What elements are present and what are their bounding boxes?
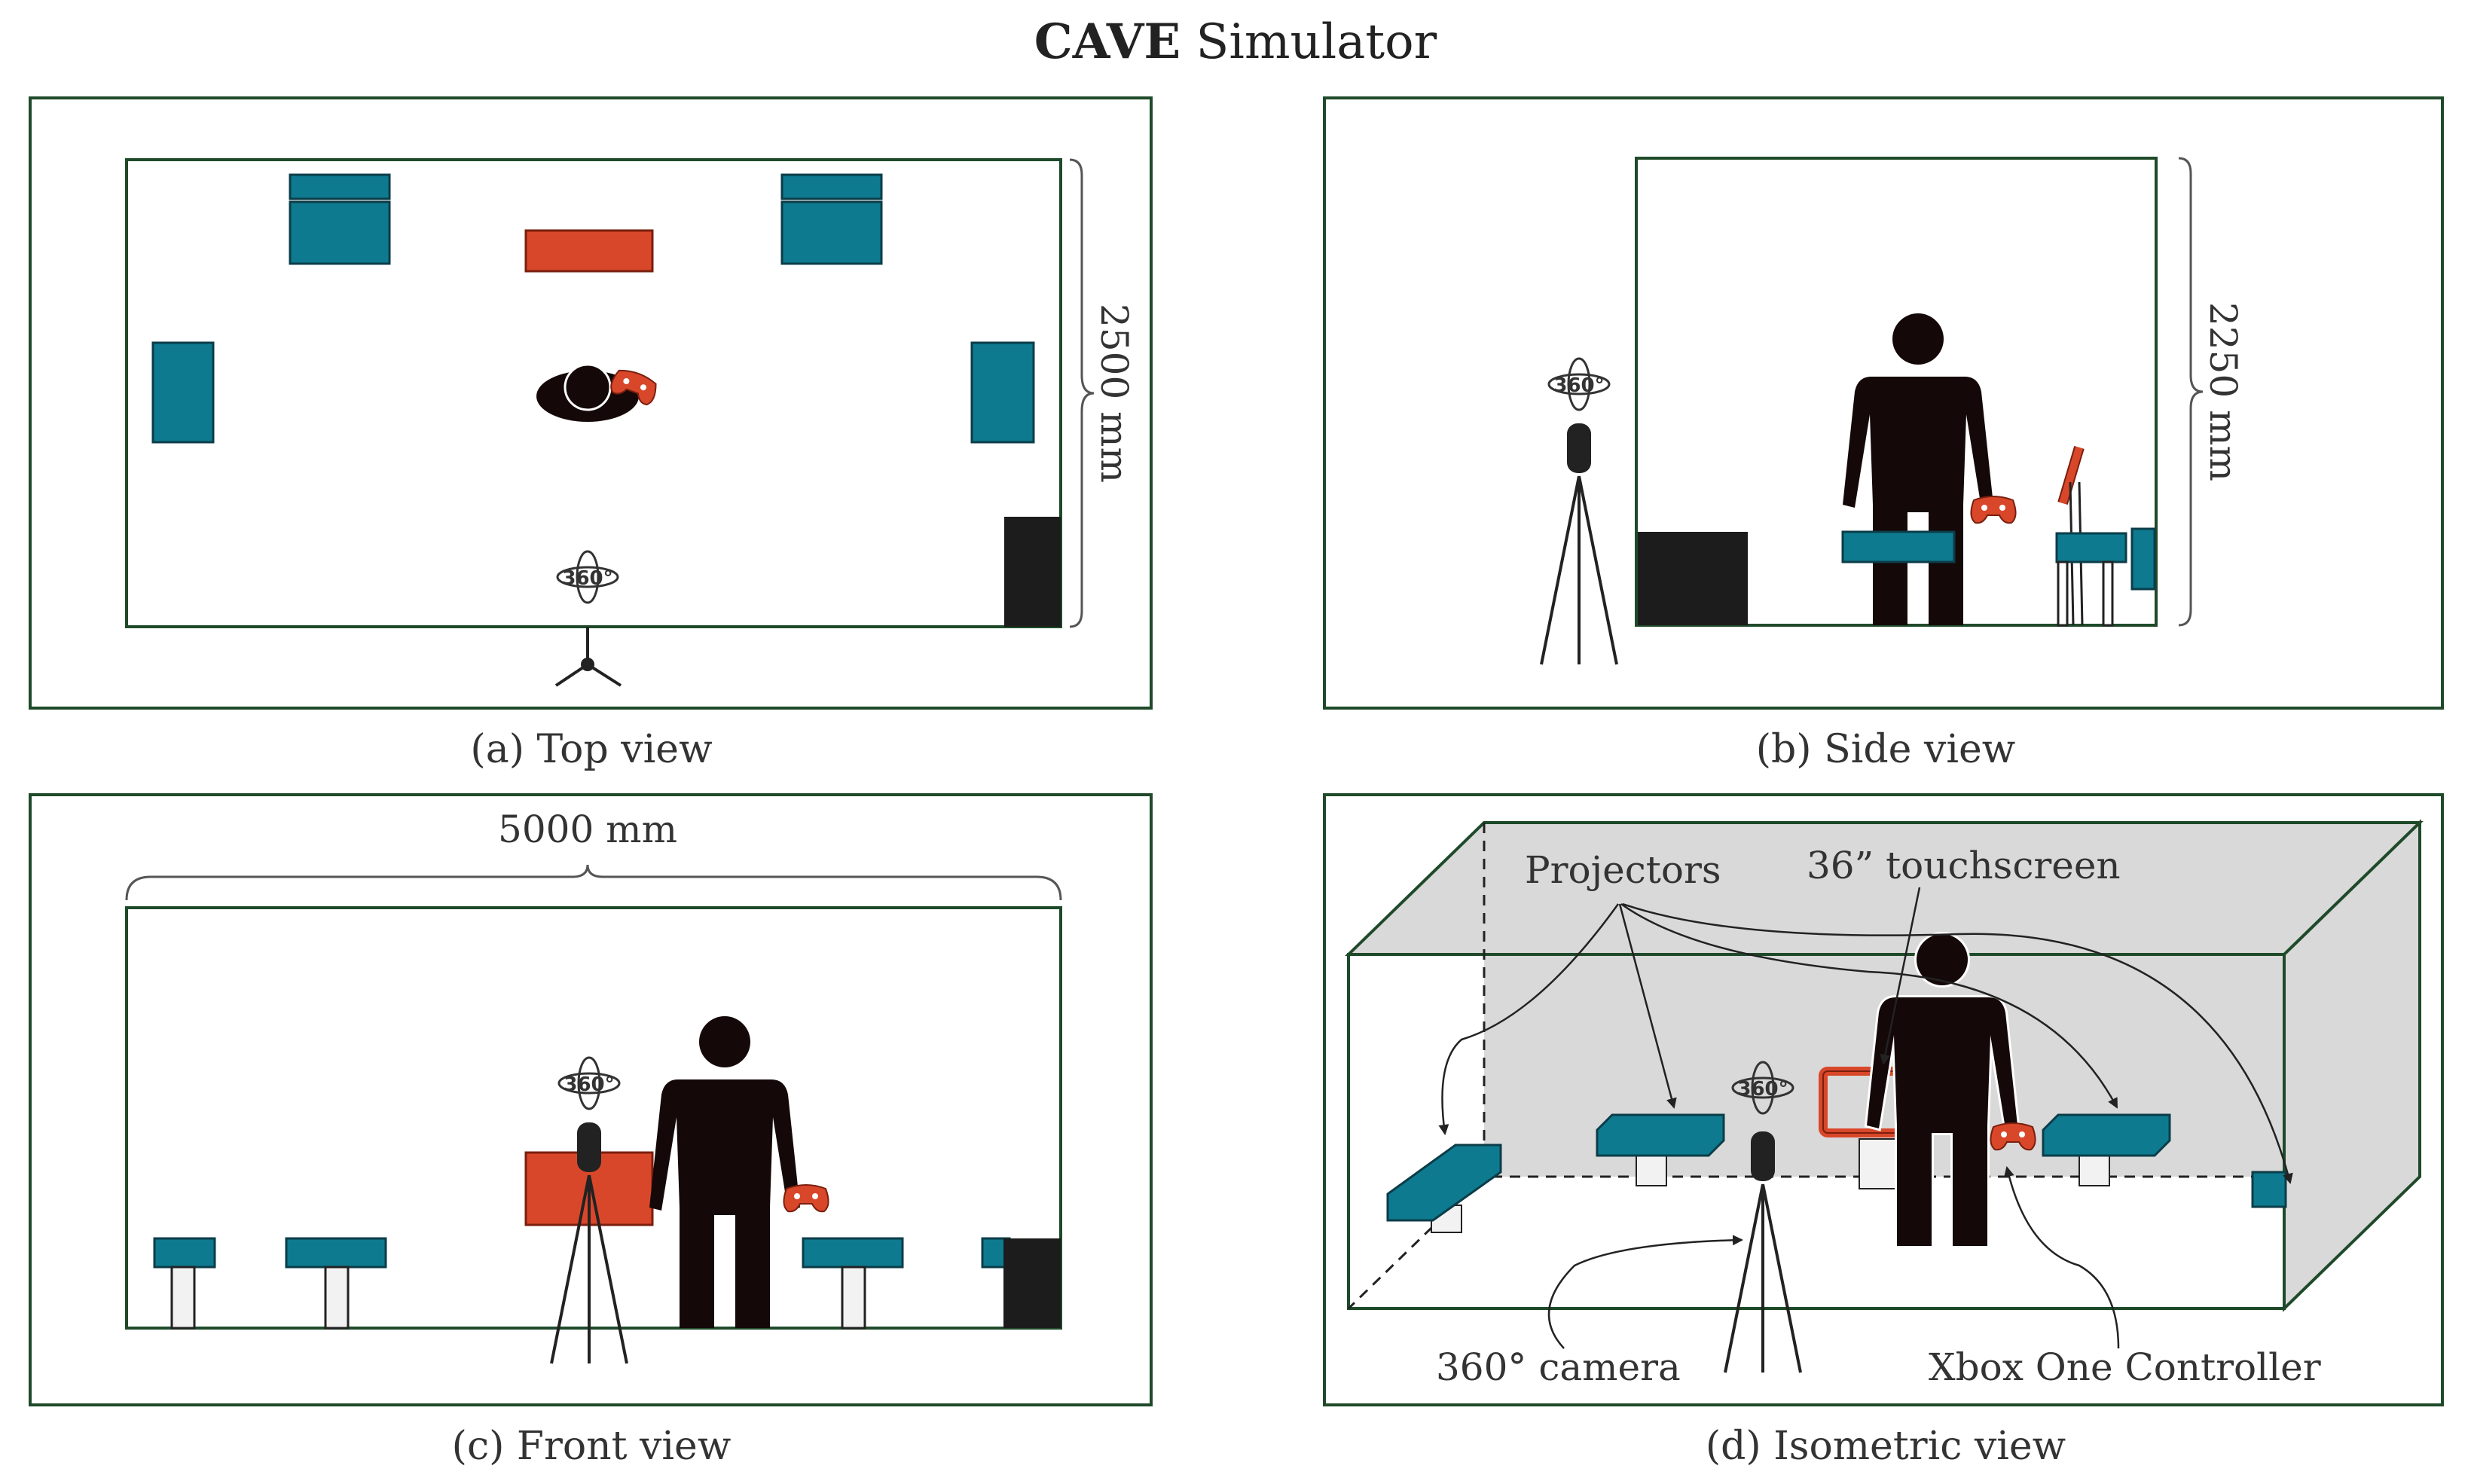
caption-isometric-view: (d) Isometric view	[1705, 1424, 2066, 1469]
camera-badge-iso: 360°	[1737, 1078, 1788, 1101]
title-rest: Simulator	[1181, 14, 1437, 70]
dark-box-front	[1003, 1238, 1061, 1328]
front-opening	[1347, 953, 2286, 1310]
projector-top-right	[780, 173, 883, 265]
touchscreen-top	[524, 229, 654, 273]
person-top	[536, 363, 661, 422]
caption-side-view: (b) Side view	[1755, 727, 2016, 772]
panel-isometric-view: 360° Projectors 36” touchscreen 360° cam…	[1323, 793, 2444, 1406]
leader-lines	[1438, 887, 2293, 1349]
dark-box-top	[1004, 517, 1061, 627]
projector-side-stand	[2055, 527, 2156, 627]
camera-front: 360°	[550, 1056, 628, 1365]
caption-front-view: (c) Front view	[451, 1424, 732, 1469]
projectors-label: Projectors	[1525, 848, 1721, 892]
panel-side-view: 360° 2250 mm	[1323, 96, 2444, 710]
dark-box-side	[1638, 532, 1748, 625]
projector-right-side	[970, 341, 1035, 444]
width-brace	[125, 864, 1062, 901]
projector-front-1	[153, 1237, 216, 1330]
depth-dimension: 2500 mm	[1092, 304, 1136, 483]
caption-top-view: (a) Top view	[470, 727, 713, 772]
panel-front-view: 5000 mm 360°	[29, 793, 1153, 1406]
height-brace	[2178, 157, 2204, 627]
height-dimension: 2250 mm	[2201, 302, 2245, 481]
projector-iso-3	[2042, 1113, 2171, 1186]
projector-iso-1	[1386, 1144, 1502, 1233]
projector-left-side	[151, 341, 215, 444]
camera-badge-front: 360°	[564, 1073, 614, 1096]
controller-label: Xbox One Controller	[1929, 1345, 2321, 1389]
camera-label: 360° camera	[1436, 1345, 1681, 1389]
camera-iso: 360°	[1724, 1061, 1802, 1374]
camera-top: 360°	[554, 550, 622, 687]
camera-badge-side: 360°	[1553, 374, 1604, 397]
projector-front-3	[802, 1237, 904, 1330]
width-dimension: 5000 mm	[498, 808, 677, 851]
cave-room-front	[125, 906, 1062, 1330]
projector-top-left	[289, 173, 391, 265]
projector-iso-2	[1596, 1113, 1725, 1186]
projector-side-front	[1841, 530, 1956, 563]
panel-top-view: 360° 2500 mm	[29, 96, 1153, 710]
camera-side: 360°	[1540, 357, 1618, 666]
camera-badge-top: 360°	[562, 567, 612, 590]
projector-iso-4	[2251, 1171, 2287, 1208]
figure-title: CAVE Simulator	[0, 14, 2471, 70]
projector-front-2	[285, 1237, 387, 1330]
title-bold: CAVE	[1034, 14, 1181, 70]
depth-brace	[1069, 158, 1095, 628]
touchscreen-label: 36” touchscreen	[1807, 844, 2121, 887]
